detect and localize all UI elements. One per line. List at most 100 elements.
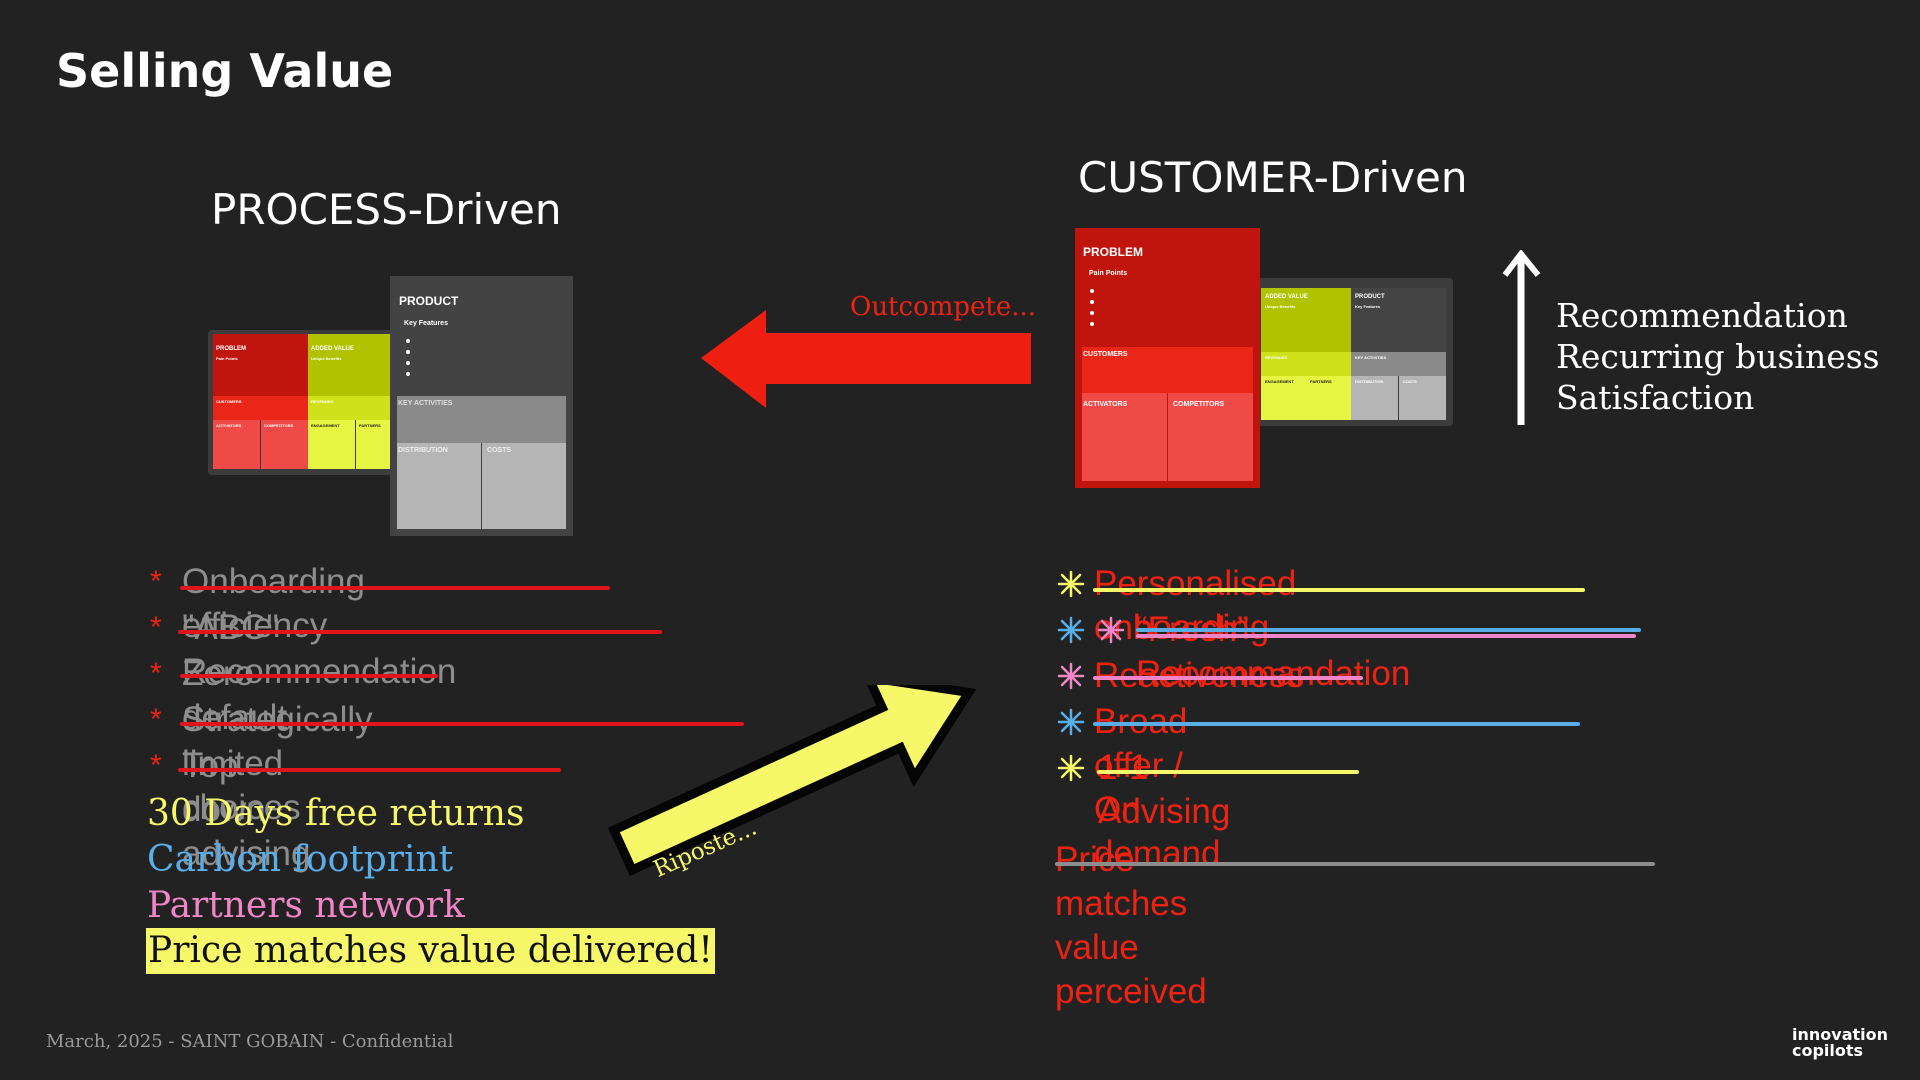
customer-item-text: 1-1 Advising (1098, 748, 1231, 831)
customer-customers-block: CUSTOMERS (1082, 347, 1253, 393)
logo-line-2: copilots (1792, 1041, 1864, 1060)
strike-line (1093, 722, 1580, 726)
process-product-panel: PRODUCT Key Features KEY ACTIVITIES DIST… (390, 276, 573, 536)
process-product-label: PRODUCT (399, 294, 459, 308)
process-added-value-label: ADDED VALUE (311, 346, 354, 352)
process-added-value-block: ADDED VALUE Unique Benefits (308, 334, 392, 396)
customer-costs-label: COSTS (1403, 379, 1417, 384)
process-distribution-block: DISTRIBUTION (397, 443, 481, 529)
strike-line (180, 722, 744, 726)
customer-item-text: Reactiveness (1094, 656, 1305, 695)
yellow-asterisk-icon (1057, 570, 1085, 598)
benefit-recurring-business: Recurring business (1556, 337, 1880, 376)
process-customers-label: CUSTOMERS (216, 399, 242, 404)
strike-line (1097, 770, 1359, 774)
process-competitors-block: COMPETITORS (261, 420, 308, 469)
value-item-partners-network: Partners network (147, 885, 465, 926)
process-partners-label: PARTNERS (359, 423, 381, 428)
strike-line (1136, 628, 1641, 632)
customer-driven-heading: CUSTOMER-Driven (1078, 153, 1468, 202)
customer-activators-label: ACTIVATORS (1083, 401, 1128, 408)
value-item-carbon-footprint: Carbon footprint (147, 839, 454, 880)
customer-product-block: PRODUCT Key Features (1351, 288, 1446, 352)
process-key-features-label: Key Features (404, 320, 448, 327)
customer-key-activities-block: KEY ACTIVITIES (1351, 352, 1446, 376)
innovation-copilots-logo: innovation copilots (1792, 1027, 1888, 1059)
logo-line-1: innovation (1792, 1025, 1888, 1044)
value-item-price-delivered: Price matches value delivered! (146, 928, 715, 974)
process-driven-heading: PROCESS-Driven (211, 185, 562, 234)
process-item-text: "ABC" Recommendation (182, 608, 457, 691)
customer-item-text: Personalised onboarding (1094, 564, 1297, 647)
customer-costs-block: COSTS (1399, 376, 1446, 420)
customer-distribution-block: DISTRIBUTION (1351, 376, 1398, 420)
customer-pain-points-label: Pain Points (1089, 270, 1128, 277)
strike-line (180, 586, 610, 590)
process-item-text: Onboarding efficiency (182, 562, 365, 645)
process-activators-block: ACTIVATORS (213, 420, 260, 469)
process-unique-benefits-label: Unique Benefits (311, 356, 342, 361)
asterisk-icon: * (150, 611, 162, 644)
customer-key-activities-label: KEY ACTIVITIES (1355, 355, 1387, 360)
process-activators-label: ACTIVATORS (216, 423, 242, 428)
strike-line (1055, 862, 1655, 866)
process-item-text: Top down advising (182, 746, 311, 873)
process-revenues-label: REVENUES (311, 399, 334, 404)
benefit-satisfaction: Satisfaction (1556, 378, 1755, 417)
pink-asterisk-icon (1097, 616, 1125, 644)
strike-line (178, 768, 561, 772)
blue-asterisk-icon (1057, 708, 1085, 736)
process-costs-block: COSTS (482, 443, 566, 529)
outcompete-arrow-icon (701, 310, 1031, 408)
footer-text: March, 2025 - SAINT GOBAIN - Confidentia… (46, 1031, 454, 1052)
process-canvas-board: PROBLEM Pain Points ADDED VALUE Unique B… (208, 330, 398, 475)
customer-partners-block: PARTNERS (1306, 376, 1351, 420)
customer-added-value-block: ADDED VALUE Unique Benefits (1261, 288, 1351, 352)
customer-competitors-label: COMPETITORS (1173, 401, 1225, 408)
customer-unique-benefits-label: Unique Benefits (1265, 304, 1296, 309)
strike-line (178, 630, 662, 634)
customer-price-text: Price matches value perceived (1055, 840, 1207, 1011)
customer-added-value-label: ADDED VALUE (1265, 294, 1308, 300)
yellow-asterisk-icon (1057, 754, 1085, 782)
outcompete-label: Outcompete... (850, 292, 1037, 322)
customer-activators-block: ACTIVATORS (1082, 393, 1167, 481)
strike-line (1093, 588, 1585, 592)
strike-line (1093, 676, 1363, 680)
customer-competitors-block: COMPETITORS (1168, 393, 1253, 481)
customer-pain-points-bullets-icon (1090, 289, 1094, 326)
customer-problem-label: PROBLEM (1083, 245, 1143, 259)
slide-title: Selling Value (56, 44, 394, 98)
process-competitors-label: COMPETITORS (264, 423, 294, 428)
asterisk-icon: * (150, 703, 162, 736)
process-key-activities-label: KEY ACTIVITIES (398, 400, 453, 407)
riposte-arrow-icon (607, 685, 977, 876)
customer-revenues-label: REVENUES (1265, 355, 1288, 360)
asterisk-icon: * (150, 565, 162, 598)
process-key-activities-block: KEY ACTIVITIES (397, 396, 566, 443)
process-pain-points-label: Pain Points (216, 356, 238, 361)
process-revenues-block: REVENUES (308, 396, 392, 420)
customer-distribution-label: DISTRIBUTION (1355, 379, 1384, 384)
process-item-text: Strategically limited choices (182, 700, 373, 827)
customer-customers-label: CUSTOMERS (1083, 351, 1128, 358)
process-customers-block: CUSTOMERS (213, 396, 308, 420)
asterisk-icon: * (150, 749, 162, 782)
process-item-text: Zero default (182, 654, 288, 737)
benefit-recommendation: Recommendation (1556, 296, 1848, 335)
process-product-bullets-icon (406, 339, 410, 376)
process-problem-label: PROBLEM (216, 346, 246, 352)
process-partners-block: PARTNERS (356, 420, 392, 469)
asterisk-icon: * (150, 657, 162, 690)
customer-engagement-block: ENGAGEMENT (1261, 376, 1306, 420)
pink-asterisk-icon (1057, 662, 1085, 690)
strike-line (180, 674, 438, 678)
customer-product-label: PRODUCT (1355, 294, 1385, 300)
process-distribution-label: DISTRIBUTION (398, 447, 448, 454)
process-problem-block: PROBLEM Pain Points (213, 334, 308, 396)
customer-item-text: Broad offer / On demand (1094, 702, 1221, 873)
customer-canvas-board: ADDED VALUE Unique Benefits PRODUCT Key … (1250, 278, 1453, 426)
customer-revenues-block: REVENUES (1261, 352, 1351, 376)
value-item-free-returns: 30 Days free returns (147, 793, 525, 834)
strike-line (1136, 634, 1636, 638)
